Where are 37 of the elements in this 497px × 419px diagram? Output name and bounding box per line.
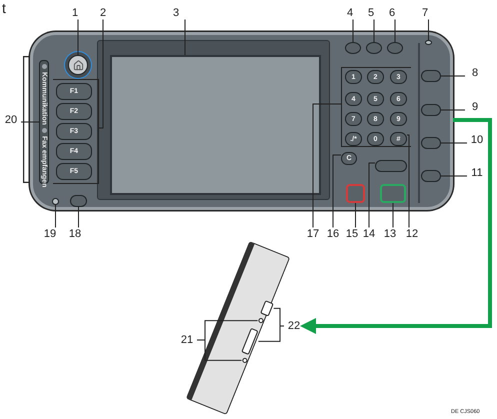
panel-button bbox=[421, 104, 441, 116]
leader-line bbox=[440, 142, 468, 144]
panel-button bbox=[421, 137, 441, 149]
leader-line bbox=[184, 19, 186, 56]
panel-button bbox=[387, 42, 403, 54]
indicator-lamp bbox=[242, 357, 248, 364]
function-key-bracket bbox=[53, 79, 99, 184]
stop-button bbox=[346, 184, 365, 203]
panel-button bbox=[375, 160, 407, 172]
indicator-lamp bbox=[425, 40, 432, 45]
leader-line bbox=[352, 19, 354, 42]
leader-line bbox=[55, 204, 56, 228]
heading-fragment: t bbox=[2, 0, 6, 16]
start-button bbox=[380, 184, 406, 203]
control-panel bbox=[30, 32, 453, 210]
leader-line bbox=[196, 340, 242, 361]
leader-line bbox=[332, 154, 342, 228]
leader-line bbox=[392, 202, 394, 228]
keypad-bracket bbox=[341, 67, 411, 147]
leader-line bbox=[355, 202, 356, 228]
arrow bbox=[300, 118, 492, 334]
leader-line bbox=[428, 19, 429, 40]
leader-line bbox=[312, 104, 342, 228]
panel-button bbox=[421, 70, 441, 82]
leader-line bbox=[406, 134, 410, 228]
indicator-lamp bbox=[52, 198, 59, 205]
port-slot bbox=[260, 300, 274, 317]
panel-button bbox=[366, 42, 382, 54]
panel-button bbox=[345, 42, 361, 54]
leader-line bbox=[394, 19, 396, 42]
leader-line bbox=[98, 19, 104, 128]
panel-button bbox=[70, 195, 87, 207]
leader-line bbox=[78, 206, 79, 228]
leader-line bbox=[368, 162, 376, 228]
panel-button bbox=[421, 170, 441, 182]
indicator-lamp bbox=[258, 317, 264, 324]
touch-screen bbox=[110, 55, 321, 195]
